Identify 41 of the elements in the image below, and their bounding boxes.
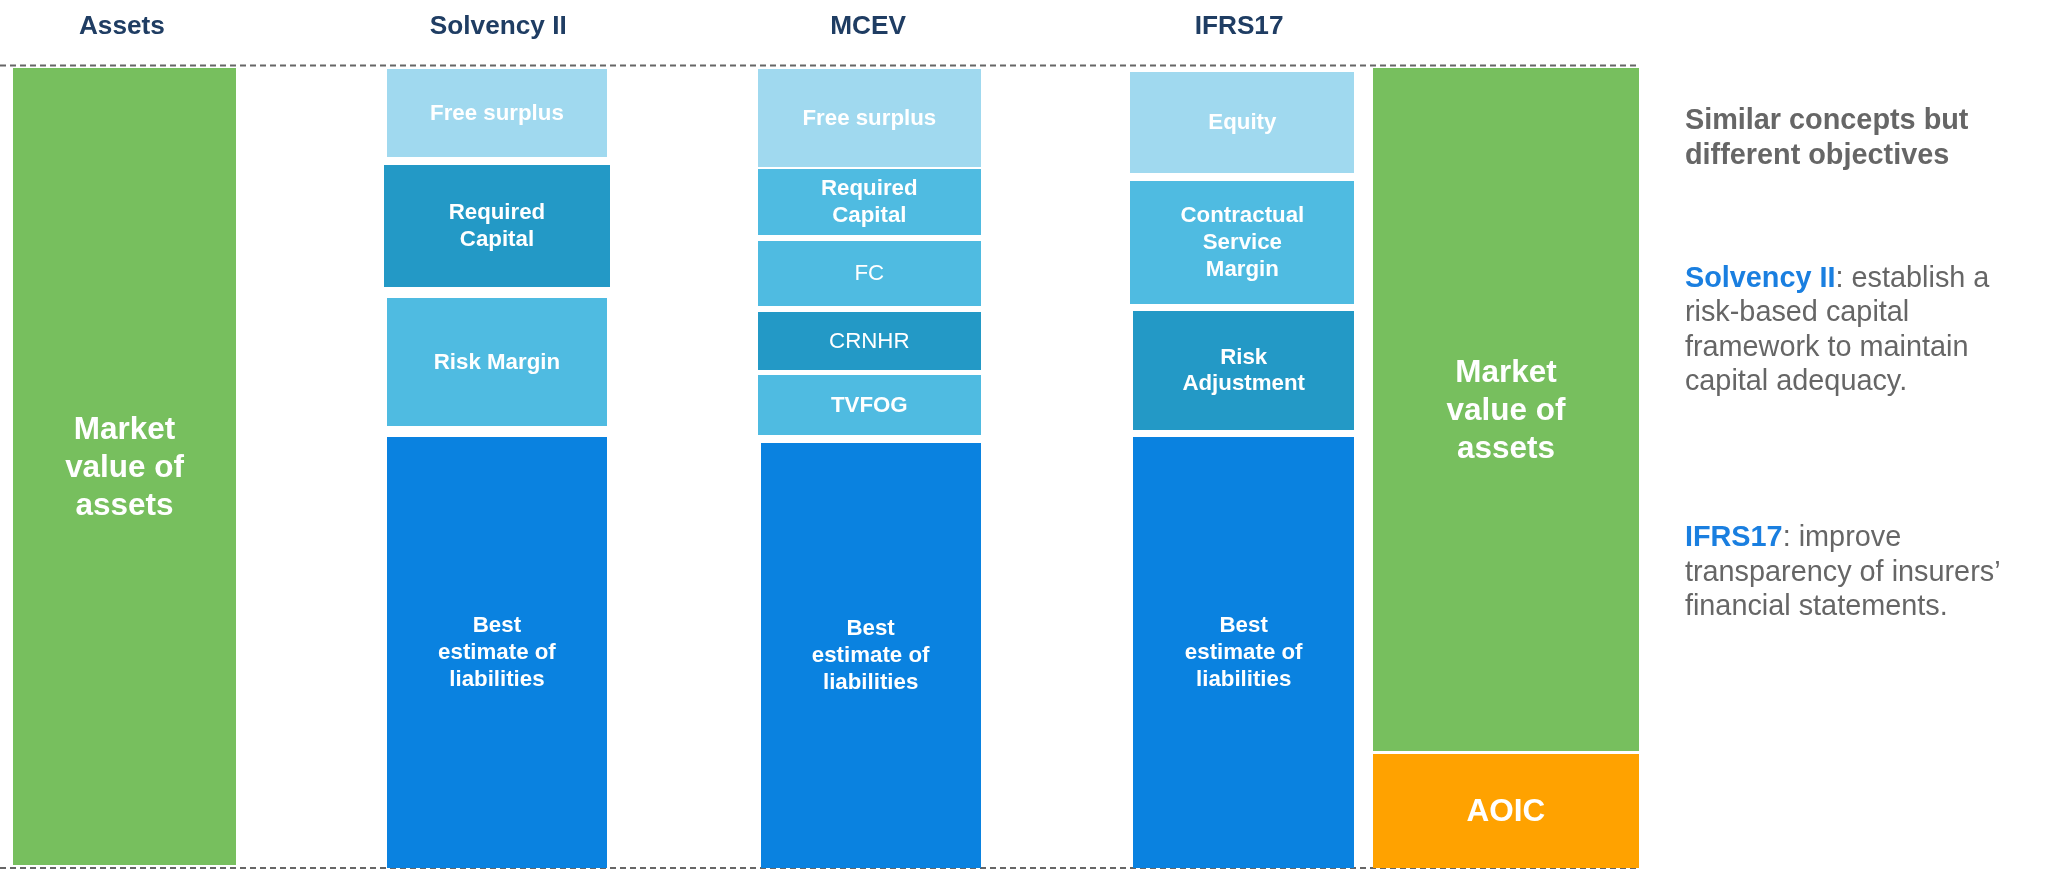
- stack-segment: [386, 436, 608, 868]
- subtitle: Similar concepts but different objectives: [1684, 102, 1970, 172]
- segment-label: Market value of assets: [1445, 353, 1567, 467]
- stack-segment: [1132, 436, 1355, 868]
- note-text: Solvency II: establish a risk-based capital framework to maintain capital adequacy.: [1684, 259, 1991, 399]
- stack-segment: [757, 375, 981, 436]
- stack-segment: [760, 443, 981, 868]
- segment-label: Required Capital: [820, 175, 919, 229]
- stack-segment: [757, 169, 981, 235]
- bar-block: [1372, 753, 1639, 868]
- segment-label: Best estimate of liabilities: [437, 612, 557, 693]
- segment-label: TVFOG: [830, 391, 908, 419]
- segment-label: Equity: [1208, 109, 1277, 136]
- stack-segment: [1130, 180, 1355, 305]
- segment-label: Required Capital: [447, 199, 547, 253]
- segment-label: Best estimate of liabilities: [810, 615, 931, 696]
- stack-segment: [757, 69, 981, 167]
- bar-block: [13, 68, 236, 866]
- segment-label: Free surplus: [802, 104, 937, 132]
- column-heading: Solvency II: [429, 10, 567, 42]
- segment-label: AOIC: [1466, 792, 1546, 830]
- stack-segment: [384, 165, 610, 288]
- segment-label: Free surplus: [430, 100, 564, 127]
- stack-segment: [757, 312, 981, 370]
- column-heading: IFRS17: [1194, 10, 1284, 42]
- segment-label: Risk Margin: [433, 348, 561, 376]
- segment-label: Market value of assets: [64, 410, 185, 524]
- stack-segment: [386, 297, 608, 427]
- column-heading: Assets: [78, 10, 165, 42]
- stack-segment: [1132, 310, 1355, 431]
- stack-segment: [1130, 72, 1355, 174]
- segment-label: Contractual Service Margin: [1179, 202, 1306, 283]
- segment-label: Best estimate of liabilities: [1183, 612, 1304, 693]
- stack-segment: [386, 69, 608, 158]
- segment-label: CRNHR: [829, 327, 910, 355]
- segment-label: Risk Adjustment: [1181, 343, 1306, 398]
- stack-segment: [757, 241, 981, 306]
- segment-label: FC: [854, 260, 885, 287]
- bar-block: [1372, 68, 1639, 752]
- note-text: IFRS17: improve transparency of insurers’ financial statements.: [1684, 519, 2001, 624]
- column-heading: MCEV: [830, 10, 906, 42]
